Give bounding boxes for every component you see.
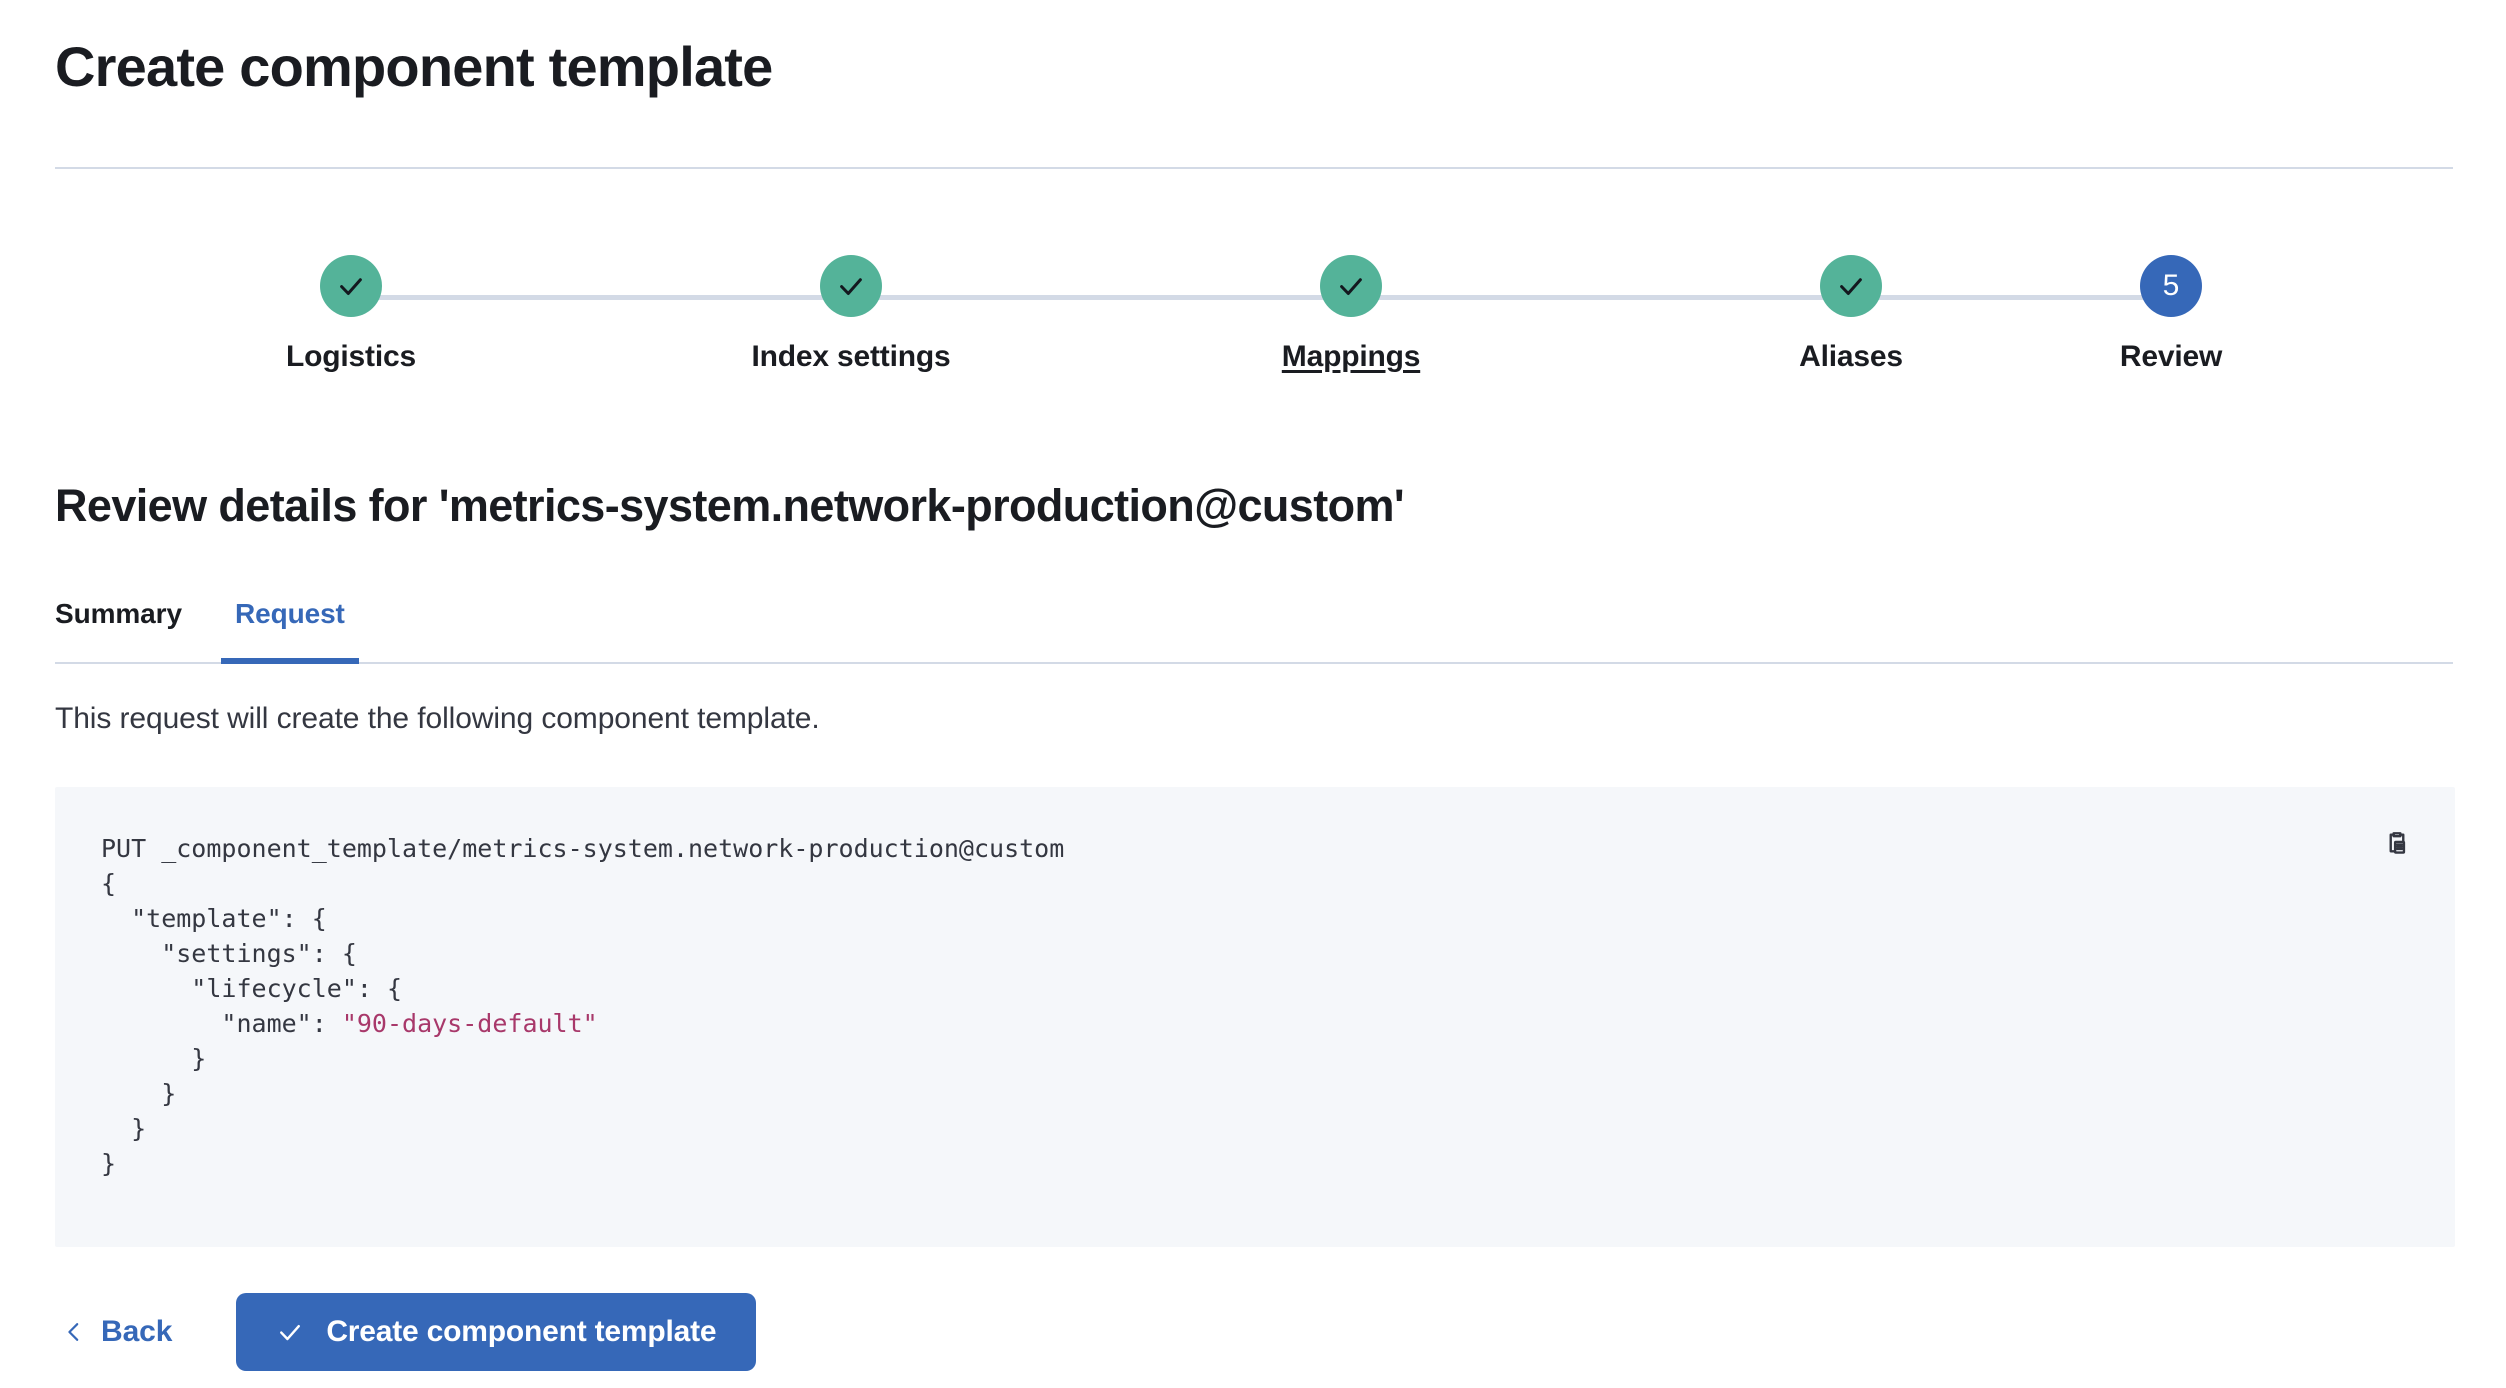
back-button-label: Back (101, 1315, 173, 1348)
check-icon (840, 278, 862, 295)
header-divider (55, 167, 2453, 169)
review-heading: Review details for 'metrics-system.netwo… (55, 480, 1405, 531)
request-description: This request will create the following c… (55, 702, 820, 735)
code-line-7: } (101, 1044, 207, 1073)
wizard-actions: Back Create component template (55, 1293, 757, 1371)
request-code-text: PUT _component_template/metrics-system.n… (101, 831, 1064, 1181)
code-line-4: "settings": { (101, 939, 357, 968)
code-line-2: { (101, 869, 117, 898)
back-button[interactable]: Back (55, 1305, 180, 1359)
step-review[interactable]: 5 Review (2006, 255, 2336, 374)
request-code-block: PUT _component_template/metrics-system.n… (55, 787, 2455, 1247)
copy-clipboard-icon (2389, 832, 2406, 854)
code-line-8: } (101, 1079, 177, 1108)
stepper-track (351, 295, 2171, 300)
tab-summary-label: Summary (55, 598, 182, 629)
code-line-9: } (101, 1114, 147, 1143)
step-aliases-circle (1820, 255, 1882, 317)
step-index-settings-circle (820, 255, 882, 317)
chevron-left-icon (68, 1323, 79, 1341)
code-line-6-key: "name": (101, 1009, 342, 1038)
step-aliases-label: Aliases (1799, 340, 1903, 373)
code-line-1: PUT _component_template/metrics-system.n… (101, 834, 1065, 863)
tab-summary[interactable]: Summary (55, 598, 182, 664)
tabs-divider (55, 662, 2453, 664)
step-review-number: 5 (2162, 269, 2180, 302)
wizard-stepper: Logistics Index settings Mappings (55, 255, 2453, 405)
create-component-template-label: Create component template (326, 1315, 717, 1348)
tab-request[interactable]: Request (221, 598, 359, 664)
review-tabs: Summary Request (55, 598, 2453, 664)
check-icon (1840, 278, 1862, 295)
check-icon (280, 1324, 301, 1341)
step-review-circle: 5 (2140, 255, 2202, 317)
tab-request-label: Request (235, 598, 345, 629)
code-line-10: } (101, 1149, 117, 1178)
step-mappings-label: Mappings (1281, 340, 1421, 373)
step-mappings-circle (1320, 255, 1382, 317)
copy-request-button[interactable] (2369, 817, 2425, 873)
step-logistics-circle (320, 255, 382, 317)
code-line-5: "lifecycle": { (101, 974, 403, 1003)
create-component-template-button[interactable]: Create component template (236, 1293, 757, 1371)
step-logistics-label: Logistics (286, 340, 416, 373)
code-line-6-value: "90-days-default" (341, 1009, 598, 1038)
step-aliases[interactable]: Aliases (1686, 255, 2016, 374)
page-title: Create component template (55, 35, 773, 98)
check-icon (1340, 278, 1362, 295)
code-line-3: "template": { (101, 904, 327, 933)
step-logistics[interactable]: Logistics (186, 255, 516, 374)
step-index-settings-label: Index settings (751, 340, 951, 373)
step-mappings[interactable]: Mappings (1186, 255, 1516, 374)
step-index-settings[interactable]: Index settings (686, 255, 1016, 374)
step-review-label: Review (2119, 340, 2223, 373)
check-icon (340, 278, 362, 295)
